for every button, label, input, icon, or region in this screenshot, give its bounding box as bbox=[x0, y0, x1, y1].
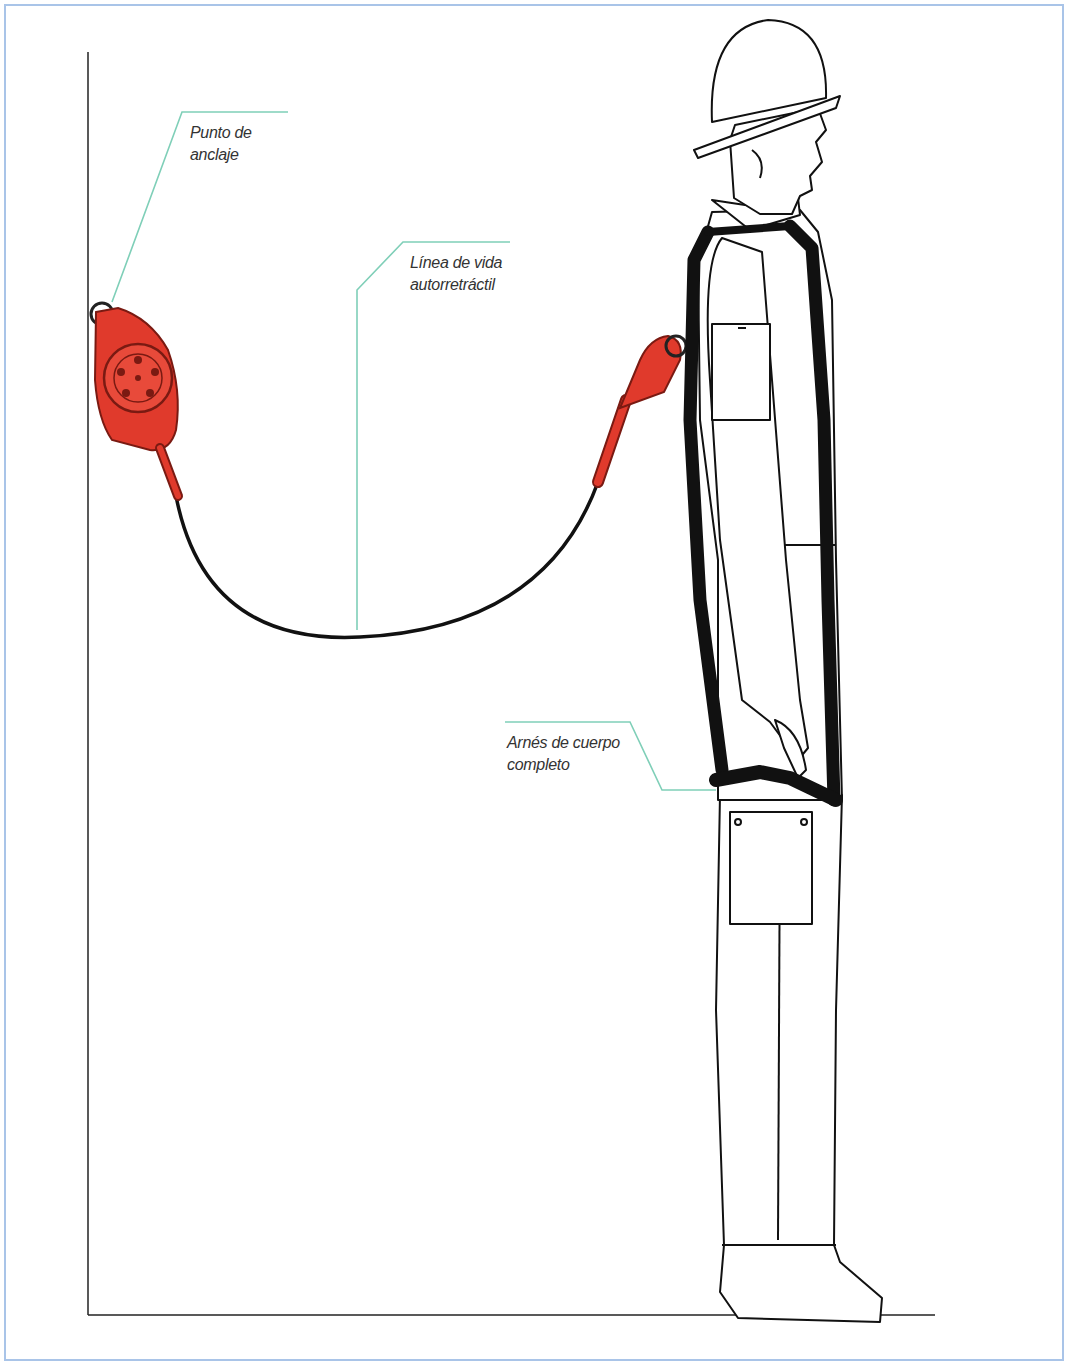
leader-line bbox=[505, 721, 628, 723]
retractable-device bbox=[91, 303, 178, 496]
lifeline-cable bbox=[176, 482, 598, 637]
device-tail bbox=[160, 448, 178, 496]
leader-line bbox=[628, 722, 716, 790]
harness-straps bbox=[690, 226, 836, 800]
d-ring bbox=[666, 336, 686, 356]
device-drum-rim bbox=[114, 354, 162, 402]
callout-label: Punto de anclaje bbox=[190, 122, 274, 165]
drum-holes bbox=[117, 356, 159, 397]
ear bbox=[752, 150, 762, 178]
leg-pocket bbox=[730, 812, 812, 924]
callout-label: Línea de vida autorretráctil bbox=[410, 252, 522, 295]
wall-line bbox=[87, 52, 89, 1315]
leader-line bbox=[357, 242, 510, 630]
sleeve-pocket bbox=[712, 324, 770, 420]
device-housing bbox=[95, 308, 178, 450]
device-drum bbox=[104, 344, 172, 412]
callout-label: Arnés de cuerpo completo bbox=[507, 732, 639, 775]
frame-border bbox=[5, 5, 1063, 1360]
device-tail bbox=[160, 448, 178, 496]
leader-lines bbox=[112, 112, 716, 790]
worker-arm bbox=[708, 238, 808, 760]
worker-figure bbox=[694, 20, 882, 1322]
worker-legs bbox=[716, 795, 882, 1322]
leader-line bbox=[112, 112, 288, 302]
hat-brim bbox=[694, 96, 840, 158]
snap-hook bbox=[598, 336, 686, 482]
